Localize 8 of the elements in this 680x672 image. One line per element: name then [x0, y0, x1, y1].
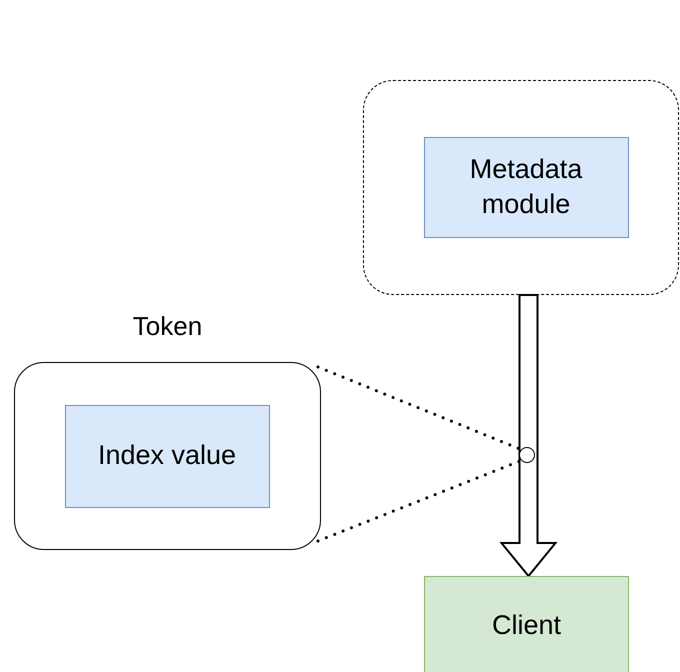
- container-heading: Token: [132, 311, 204, 342]
- dotted-line: [316, 460, 522, 542]
- process-box: Index value: [64, 404, 270, 508]
- process-box: Metadata module: [424, 136, 628, 238]
- block-arrow: [499, 294, 558, 578]
- dashed-container: [363, 80, 679, 295]
- process-box: Client: [424, 576, 629, 672]
- dotted-line: [316, 366, 522, 450]
